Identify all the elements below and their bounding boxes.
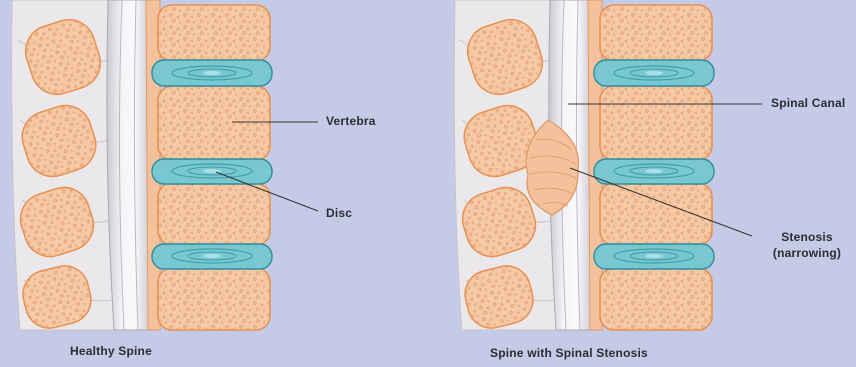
spinal-canal	[107, 0, 150, 330]
stenosis-spine-panel	[454, 0, 762, 333]
stenosis-spine-caption: Spine with Spinal Stenosis	[490, 346, 648, 360]
stenosis-label-line2: (narrowing)	[764, 245, 850, 261]
disc-label: Disc	[326, 206, 352, 220]
vertebra-label: Vertebra	[326, 114, 376, 128]
stenosis-label-line1: Stenosis	[764, 229, 850, 245]
stenosis-label: Stenosis (narrowing)	[764, 229, 850, 261]
healthy-spine-caption: Healthy Spine	[70, 344, 152, 358]
healthy-spine-panel	[12, 0, 318, 333]
spinal-canal-label: Spinal Canal	[771, 96, 845, 110]
